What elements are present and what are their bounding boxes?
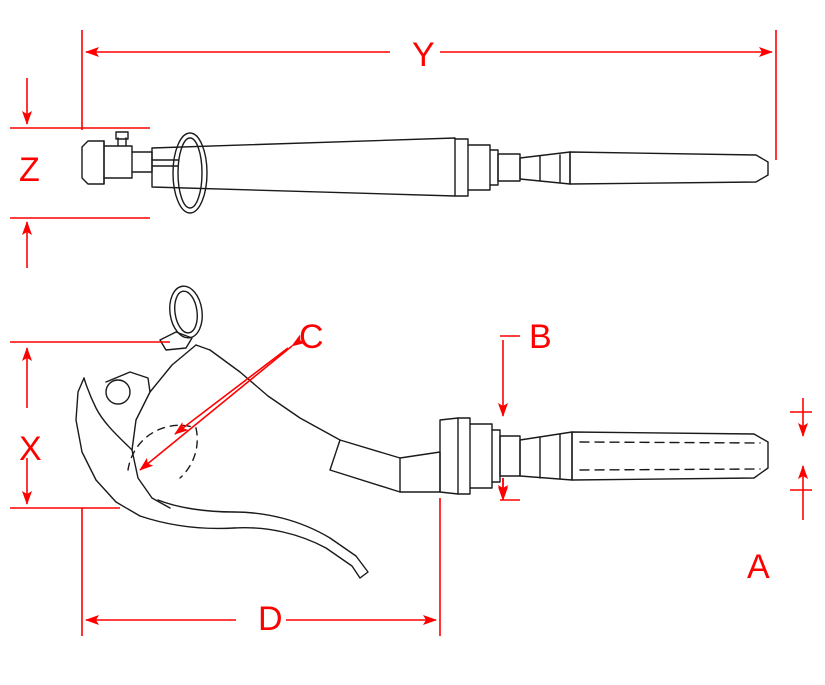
dimension-label-z: Z xyxy=(19,151,40,189)
dimension-label-b: B xyxy=(529,318,552,356)
dimension-label-d: D xyxy=(258,600,283,638)
dimension-label-c: C xyxy=(299,318,324,356)
top-view-geometry xyxy=(81,131,769,214)
dimension-label-x: X xyxy=(19,430,42,468)
bottom-view-geometry xyxy=(75,285,769,579)
dimension-label-y: Y xyxy=(412,36,435,74)
dimension-label-a: A xyxy=(747,548,770,586)
dimension-lines xyxy=(10,30,812,636)
